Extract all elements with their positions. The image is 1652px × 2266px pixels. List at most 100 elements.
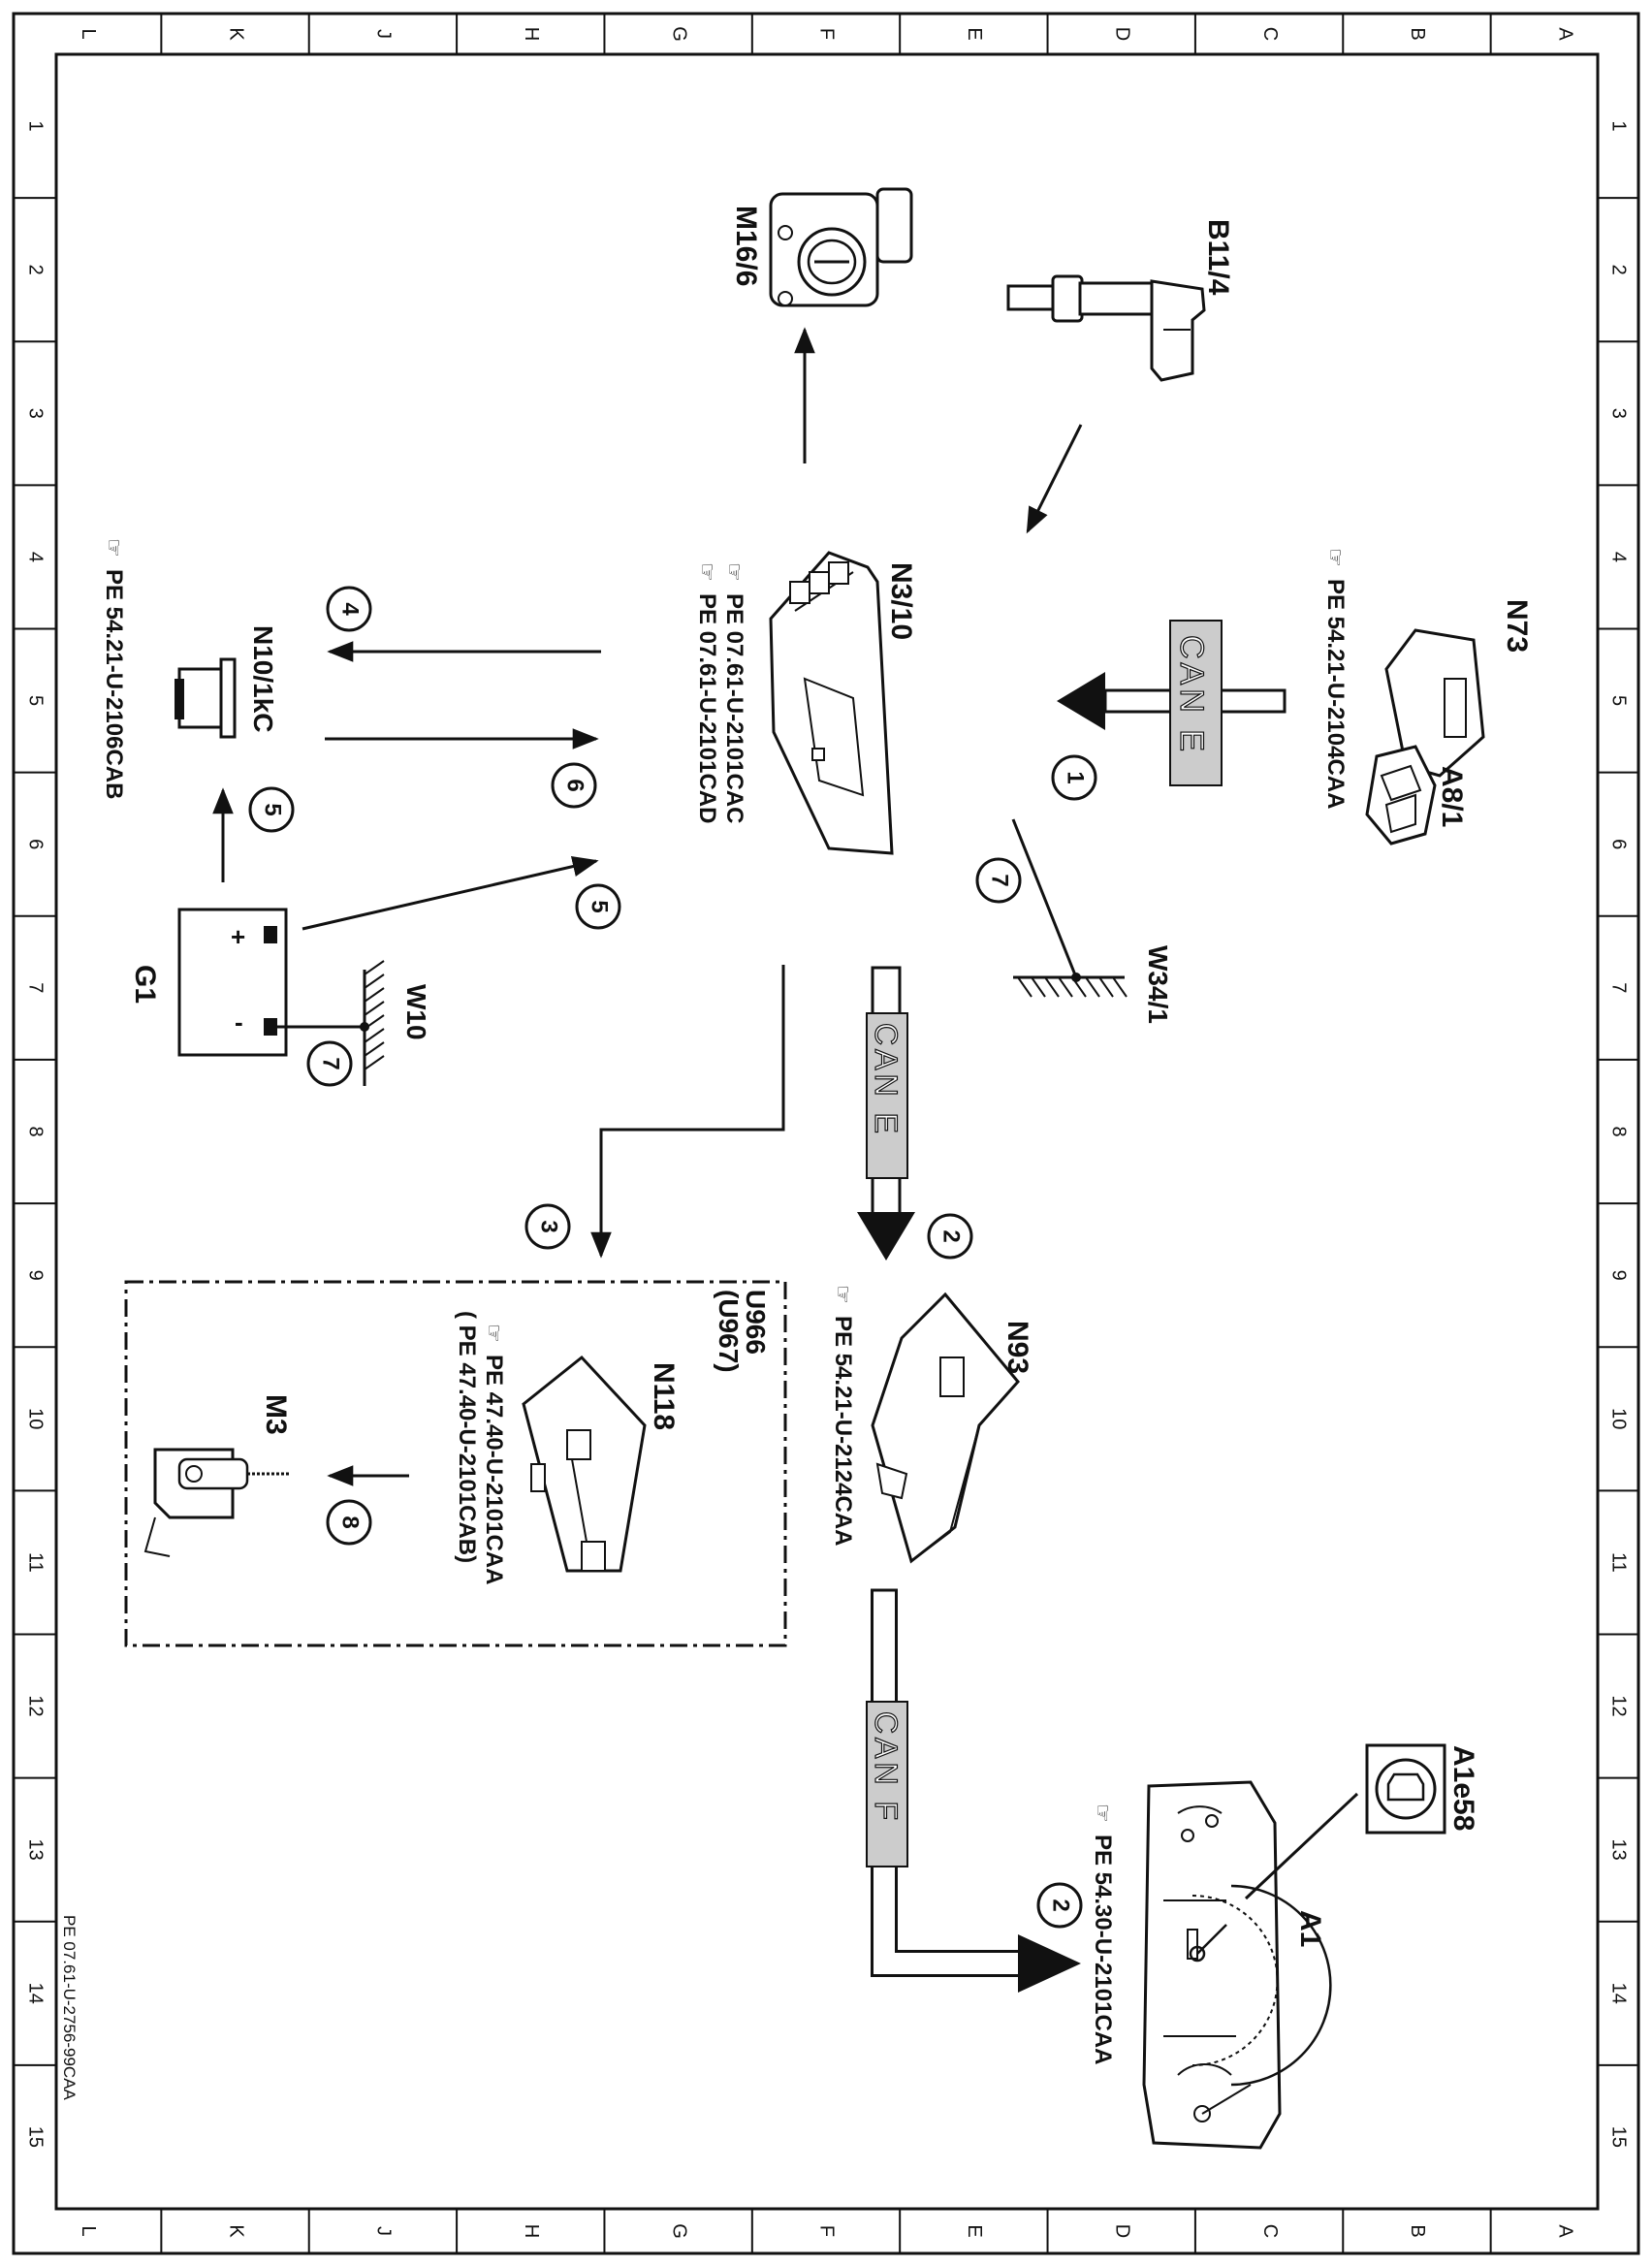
grid-column-label: B xyxy=(1407,2224,1428,2237)
gateway-n93 xyxy=(871,1292,1020,1564)
relay-n10-1kc xyxy=(175,657,237,739)
callout-c2a: 2 xyxy=(927,1213,973,1260)
callout-c4: 4 xyxy=(326,586,372,632)
pointing-hand-icon: ☞ xyxy=(831,1285,855,1304)
grid-row-label: 3 xyxy=(25,408,47,419)
grid-row-label: 7 xyxy=(1608,982,1630,993)
svg-text:3: 3 xyxy=(536,1220,562,1232)
can-e-bus-lower xyxy=(857,966,915,1261)
grid-column-label: E xyxy=(964,27,985,40)
battery-plus-sign: + xyxy=(231,922,245,951)
grid-row-label: 10 xyxy=(1608,1408,1630,1429)
m3-label: M3 xyxy=(260,1394,292,1435)
u967-label: (U967) xyxy=(714,1290,744,1373)
grid-column-label: A xyxy=(1555,2224,1576,2238)
instrument-cluster-a1 xyxy=(1142,1780,1332,2150)
ground-w34-1-hatch xyxy=(1017,976,1128,998)
pointing-hand-icon: ☞ xyxy=(482,1324,506,1343)
callout-c3: 3 xyxy=(524,1203,571,1250)
g1-label: G1 xyxy=(129,965,161,1004)
ground-w10-hatch xyxy=(364,960,385,1070)
n118-label: N118 xyxy=(648,1362,680,1430)
engine-warning-icon xyxy=(1386,1772,1425,1802)
n118-doc-ref-2: ( PE 47.40-U-2101CAB) xyxy=(454,1311,480,1563)
pointing-hand-icon: ☞ xyxy=(1091,1803,1115,1823)
grid-row-label: 14 xyxy=(1608,1983,1630,2004)
grid-row-label: 2 xyxy=(1608,265,1630,275)
callout-c6: 6 xyxy=(551,762,597,809)
grid-column-label: G xyxy=(668,26,689,42)
grid-row-label: 2 xyxy=(25,265,47,275)
svg-text:PE 54.30-U-2101CAA: PE 54.30-U-2101CAA xyxy=(1090,1835,1116,2064)
fuel-pump-m3 xyxy=(143,1448,291,1557)
transmitter-key-a8-1 xyxy=(1365,745,1437,846)
indicator-lamp-a1e58 xyxy=(1244,1743,1446,1900)
grid-row-label: 3 xyxy=(1608,408,1630,419)
svg-text:4: 4 xyxy=(337,602,364,616)
grid-row-label: 15 xyxy=(1608,2126,1630,2148)
svg-text:PE 54.21-U-2106CAB: PE 54.21-U-2106CAB xyxy=(101,569,127,799)
grid-column-label: D xyxy=(1111,27,1132,41)
grid-column-label: K xyxy=(225,2224,246,2238)
grid-row-label: 12 xyxy=(1608,1695,1630,1716)
svg-text:6: 6 xyxy=(562,779,588,791)
svg-text:7: 7 xyxy=(987,874,1013,886)
svg-text:PE 07.61-U-2101CAD: PE 07.61-U-2101CAD xyxy=(694,593,720,823)
n10-1kc-doc-ref: ☞ PE 54.21-U-2106CAB xyxy=(101,538,127,799)
grid-row-label: 1 xyxy=(1608,121,1630,132)
throttle-actuator-m16-6 xyxy=(769,187,913,307)
n10-1kc-label: N10/1kC xyxy=(248,625,278,733)
battery-g1 xyxy=(177,908,288,1057)
svg-text:2: 2 xyxy=(938,1229,965,1242)
grid-row-label: 5 xyxy=(25,695,47,706)
svg-text:7: 7 xyxy=(318,1057,344,1069)
grid-row-label: 13 xyxy=(1608,1839,1630,1861)
engine-control-unit-n3-10 xyxy=(769,551,894,855)
grid-column-label: J xyxy=(373,2226,395,2236)
grid-column-label: G xyxy=(668,2223,689,2239)
grid-column-label: H xyxy=(521,27,542,41)
grid-row-label: 11 xyxy=(25,1552,47,1573)
w34-1-label: W34/1 xyxy=(1143,945,1173,1024)
svg-text:PE 54.21-U-2124CAA: PE 54.21-U-2124CAA xyxy=(830,1316,856,1546)
svg-text:PE 54.21-U-2104CAA: PE 54.21-U-2104CAA xyxy=(1322,579,1349,809)
a1-doc-ref: ☞ PE 54.30-U-2101CAA xyxy=(1090,1803,1116,2064)
can-f-label: CAN F xyxy=(869,1711,904,1824)
grid-row-label: 8 xyxy=(1608,1126,1630,1136)
svg-text:1: 1 xyxy=(1063,771,1089,783)
grid-column-label: L xyxy=(78,28,99,39)
n118-doc-ref-1: ☞ PE 47.40-U-2101CAA xyxy=(481,1324,507,1584)
can-e-upper-label: CAN E xyxy=(1173,635,1210,755)
grid-column-label: L xyxy=(78,2225,99,2236)
signal-arrows xyxy=(212,327,1083,1486)
a1e58-label: A1e58 xyxy=(1447,1745,1479,1831)
grid-column-label: D xyxy=(1111,2224,1132,2238)
pointing-hand-icon: ☞ xyxy=(102,538,126,558)
pointing-hand-icon: ☞ xyxy=(695,562,719,582)
n3-10-doc-ref-1: ☞ PE 07.61-U-2101CAC xyxy=(721,562,747,823)
grid-row-label: 5 xyxy=(1608,695,1630,706)
grid-row-label: 10 xyxy=(25,1408,47,1429)
grid-row-label: 4 xyxy=(25,552,47,562)
u966-group-box xyxy=(124,1280,787,1647)
n93-label: N93 xyxy=(1001,1321,1033,1374)
grid-column-label: A xyxy=(1555,27,1576,41)
sheet-frame xyxy=(12,12,1640,2255)
callout-c8: 8 xyxy=(326,1499,372,1546)
pointing-hand-icon: ☞ xyxy=(722,562,747,582)
grid-row-label: 11 xyxy=(1608,1552,1630,1573)
grid-column-label: C xyxy=(1259,27,1281,41)
grid-row-label: 15 xyxy=(25,2126,47,2148)
n73-label: N73 xyxy=(1501,599,1533,653)
n93-doc-ref: ☞ PE 54.21-U-2124CAA xyxy=(830,1285,856,1546)
grid-column-label: E xyxy=(964,2224,985,2237)
sensor-b11-4 xyxy=(1006,274,1206,382)
battery-minus-sign: - xyxy=(235,1007,243,1037)
fuel-pump-control-unit-n118 xyxy=(522,1355,647,1573)
can-f-bus xyxy=(866,1588,1081,1993)
grid-column-label: F xyxy=(816,2225,838,2237)
